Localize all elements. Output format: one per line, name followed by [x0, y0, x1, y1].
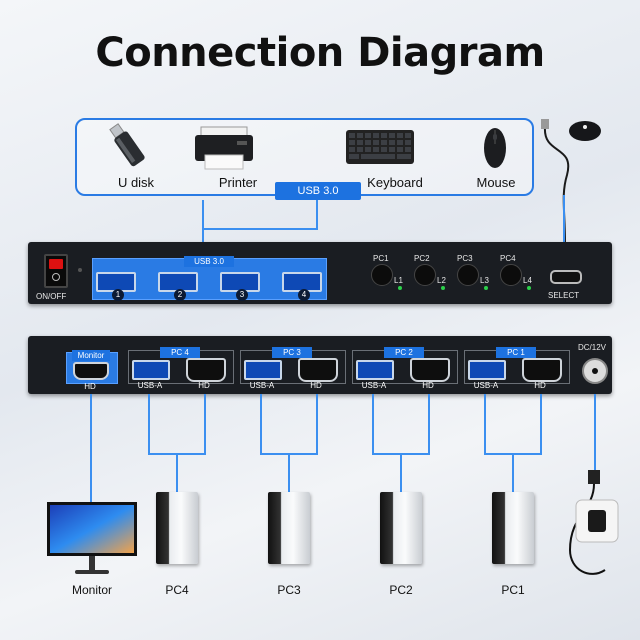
led-l2 — [441, 286, 445, 290]
port-number: 1 — [112, 289, 124, 301]
pc2-tower — [380, 492, 422, 564]
power-label: ON/OFF — [36, 292, 67, 301]
led-l4 — [527, 286, 531, 290]
pc2-usb-label: USB-A — [361, 381, 387, 390]
connector-line — [148, 394, 150, 454]
monitor-port-label: HD — [84, 382, 96, 391]
led-label: L1 — [394, 276, 403, 285]
pc4-usb-port[interactable] — [132, 360, 170, 380]
pc4-tower — [156, 492, 198, 564]
pc4-group-tag: PC 4 — [160, 347, 200, 358]
connector-line — [202, 200, 204, 228]
periph-label-keyboard: Keyboard — [367, 175, 423, 190]
pc-button-label: PC1 — [373, 254, 389, 263]
pc3-hd-label: HD — [310, 381, 322, 390]
connector-line — [204, 394, 206, 454]
connector-line — [372, 394, 374, 454]
connector-line — [484, 394, 486, 454]
pc1-tower — [492, 492, 534, 564]
page-title: Connection Diagram — [95, 30, 545, 76]
connector-line — [594, 394, 596, 478]
select-port[interactable] — [550, 270, 582, 284]
pc3-label: PC3 — [277, 583, 301, 597]
usb-drive-icon — [109, 123, 145, 167]
pc2-button[interactable] — [414, 264, 436, 286]
monitor-label: Monitor — [71, 583, 112, 597]
monitor-icon — [47, 502, 137, 574]
front-usb-label: USB 3.0 — [184, 256, 234, 267]
connector-line — [202, 228, 317, 230]
select-label: SELECT — [548, 291, 580, 300]
connector-line — [563, 195, 565, 265]
periph-label-printer: Printer — [218, 175, 258, 190]
pc3-usb-label: USB-A — [249, 381, 275, 390]
led-label: L4 — [523, 276, 532, 285]
connector-line — [316, 394, 318, 454]
led-l1 — [398, 286, 402, 290]
reset-hole — [78, 268, 82, 272]
pc1-label: PC1 — [501, 583, 525, 597]
pc3-tower — [268, 492, 310, 564]
periph-label-udisk: U disk — [117, 175, 155, 190]
pc4-label: PC4 — [165, 583, 189, 597]
select-remote-icon — [541, 119, 601, 244]
pc1-usb-port[interactable] — [468, 360, 506, 380]
pc4-hdmi-port[interactable] — [186, 358, 226, 382]
pc-button-label: PC4 — [500, 254, 516, 263]
mouse-icon — [484, 128, 506, 168]
port-number: 3 — [236, 289, 248, 301]
pc-button-label: PC3 — [457, 254, 473, 263]
monitor-port-tag: Monitor — [72, 350, 110, 361]
pc1-hd-label: HD — [534, 381, 546, 390]
connector-line — [316, 200, 318, 230]
pc2-group-tag: PC 2 — [384, 347, 424, 358]
led-label: L2 — [437, 276, 446, 285]
power-switch[interactable] — [44, 254, 68, 288]
connector-line — [176, 453, 178, 493]
led-label: L3 — [480, 276, 489, 285]
dc-label: DC/12V — [578, 343, 607, 352]
connector-line — [90, 394, 92, 502]
port-number: 4 — [298, 289, 310, 301]
connector-line — [288, 453, 290, 493]
periph-label-mouse: Mouse — [476, 175, 516, 190]
connector-line — [540, 394, 542, 454]
keyboard-icon — [346, 130, 414, 164]
pc-button-label: PC2 — [414, 254, 430, 263]
dc-power-jack[interactable] — [582, 358, 608, 384]
pc4-hd-label: HD — [198, 381, 210, 390]
power-adapter-icon — [568, 470, 619, 575]
connector-line — [400, 453, 402, 493]
pc2-label: PC2 — [389, 583, 413, 597]
pc2-hd-label: HD — [422, 381, 434, 390]
connector-line — [512, 453, 514, 493]
led-l3 — [484, 286, 488, 290]
pc1-usb-label: USB-A — [473, 381, 499, 390]
port-number: 2 — [174, 289, 186, 301]
pc1-hdmi-port[interactable] — [522, 358, 562, 382]
pc3-usb-port[interactable] — [244, 360, 282, 380]
printer-icon — [195, 126, 253, 170]
pc1-button[interactable] — [371, 264, 393, 286]
pc3-hdmi-port[interactable] — [298, 358, 338, 382]
pc2-usb-port[interactable] — [356, 360, 394, 380]
pc4-button[interactable] — [500, 264, 522, 286]
pc3-group-tag: PC 3 — [272, 347, 312, 358]
connector-line — [428, 394, 430, 454]
pc2-hdmi-port[interactable] — [410, 358, 450, 382]
connector-line — [260, 394, 262, 454]
monitor-hdmi-port[interactable] — [73, 362, 109, 380]
usb30-tag: USB 3.0 — [275, 182, 361, 200]
pc1-group-tag: PC 1 — [496, 347, 536, 358]
pc4-usb-label: USB-A — [137, 381, 163, 390]
pc3-button[interactable] — [457, 264, 479, 286]
